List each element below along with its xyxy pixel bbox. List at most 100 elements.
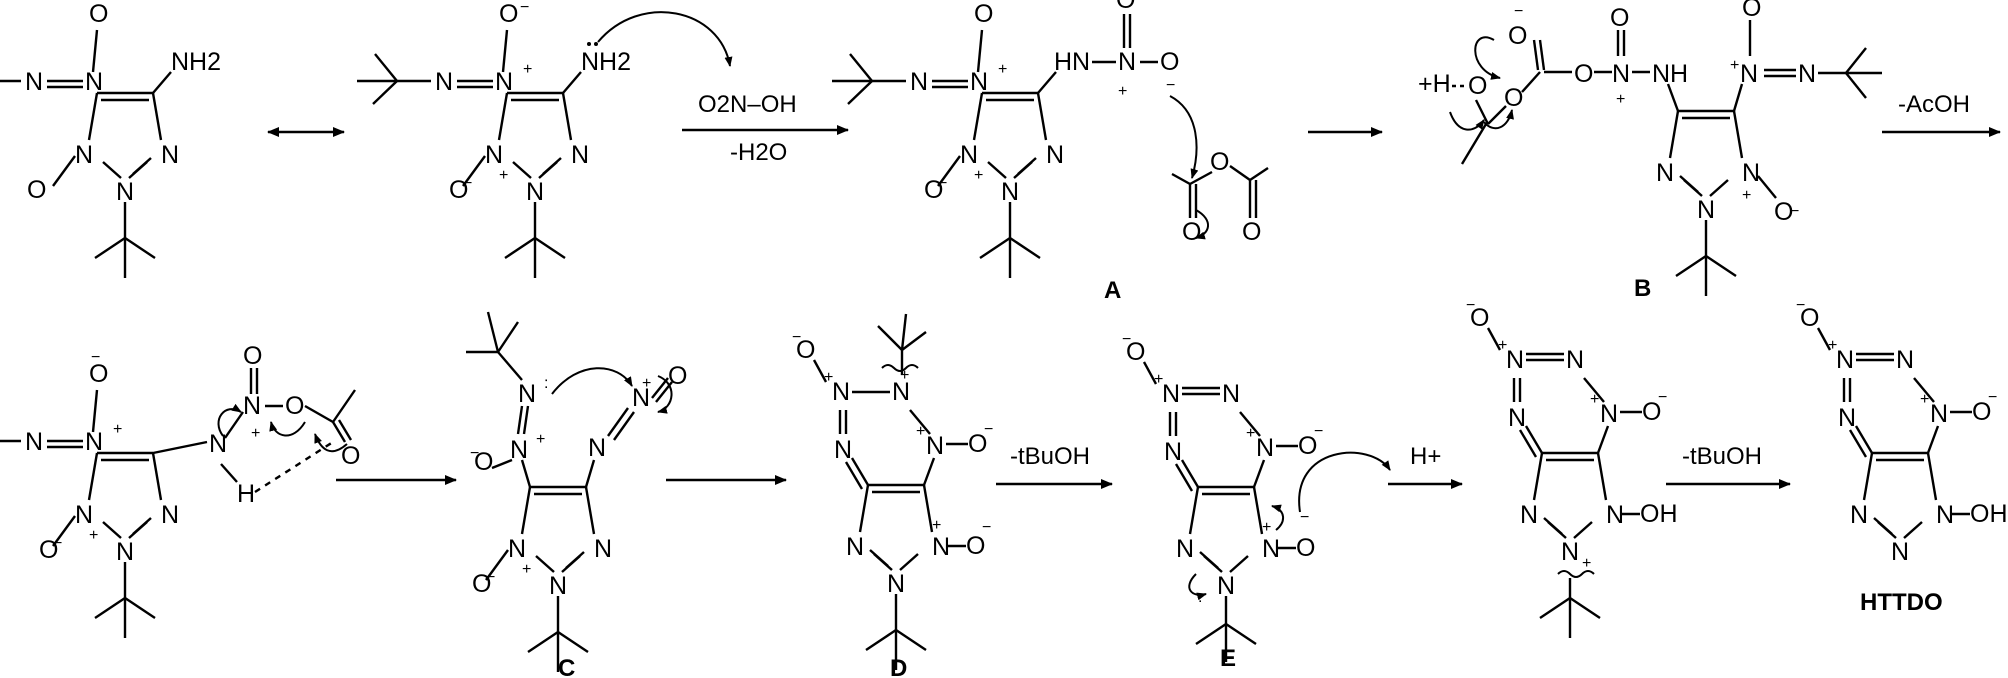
svg-text:+: + [1920,391,1929,408]
svg-text::: : [1198,589,1202,606]
atom-o: O [285,392,304,420]
atom-n: N [209,430,227,458]
structure-b-triazole: N N + N O − N + O − N [1656,0,1882,296]
svg-text:N: N [1850,501,1868,529]
svg-text:−: − [486,569,495,586]
atom-o: O [89,0,108,28]
svg-text:N: N [832,378,850,406]
condition-nitric-acid: O2N–OH [698,91,797,118]
svg-text:N: N [1176,535,1194,563]
svg-text:N: N [1742,159,1760,187]
condition-minus-tbuoh-1: -tBuOH [1010,443,1090,470]
atom-o: O [796,336,815,364]
atom-n: N [243,392,261,420]
atom-hn: HN [1054,48,1090,76]
svg-text:+: + [824,369,833,386]
svg-text:+: + [1262,519,1271,536]
svg-text:N: N [1520,501,1538,529]
svg-text:N: N [588,434,606,462]
svg-text:N: N [1606,501,1624,529]
atom-o: O [966,532,985,560]
svg-text:+: + [499,167,508,184]
svg-text:N: N [926,432,944,460]
atom-o: O [1642,398,1661,426]
structure-n-hydroxy-intermediate: N N N + OH N N + O − N + N O − [1466,297,1678,638]
atom-o: O [1468,72,1487,100]
svg-text:−: − [1300,509,1309,526]
svg-text:−: − [1514,3,1523,20]
svg-text:+: + [1582,555,1591,572]
svg-text:N: N [1896,346,1914,374]
atom-o: O [27,176,46,204]
label-product-httdo: HTTDO [1860,589,1943,616]
structure-acetyl-nitramine: O − + N H N + O O O O − + [0,342,360,640]
svg-text:N: N [1656,159,1674,187]
atom-o: O [1800,304,1819,332]
atom-o: O [1972,398,1991,426]
svg-text:+: + [522,561,531,578]
atom-o: O [1470,304,1489,332]
atom-nh2: NH2 [171,48,221,76]
atom-o: O [499,0,518,28]
svg-text:N: N [932,533,950,561]
svg-text:+: + [932,517,941,534]
svg-text:−: − [792,329,801,346]
curly-arrow-attack-anhydride [1169,95,1199,179]
svg-text:N: N [1508,404,1526,432]
svg-text:N: N [1164,438,1182,466]
svg-text:N: N [892,378,910,406]
svg-text:+: + [113,421,122,438]
svg-text:N: N [518,380,536,408]
svg-text:N: N [834,436,852,464]
label-intermediate-b: B [1634,275,1651,302]
svg-text:−: − [1122,331,1131,348]
svg-text:N: N [1891,538,1909,566]
curly-arrow-protonation [1298,451,1391,513]
atom-o: O [1210,148,1229,176]
svg-text:−: − [470,445,479,462]
svg-text:+: + [1590,391,1599,408]
atom-o: O [472,570,491,598]
svg-text:N: N [1217,572,1235,600]
svg-text:N: N [1838,404,1856,432]
svg-text::: : [544,375,548,392]
acetic-anhydride: O O O [1171,148,1269,246]
condition-proton: H+ [1410,443,1441,470]
condition-minus-tbuoh-2: -tBuOH [1682,443,1762,470]
svg-text:−: − [1166,77,1175,94]
svg-text:+: + [536,431,545,448]
atom-o: O [243,342,262,370]
atom-o: O [1508,22,1527,50]
atom-o: O [449,176,468,204]
atom-o: O [1296,534,1315,562]
atom-o: O [89,360,108,388]
svg-text:+: + [1498,337,1507,354]
svg-text:−: − [1988,389,1997,406]
svg-text:−: − [976,0,985,6]
svg-text:N: N [510,436,528,464]
svg-text:N: N [1566,346,1584,374]
atom-o: O [1182,218,1201,246]
svg-text:+: + [1828,337,1837,354]
svg-text:N: N [1798,60,1816,88]
atom-nh: NH [1652,60,1688,88]
atom-o: O [1504,84,1523,112]
svg-text:−: − [1796,297,1805,314]
atom-o: O [1242,218,1261,246]
atom-n: N [1612,60,1630,88]
atom-h: H [237,480,255,508]
atom-o: O [1610,4,1629,32]
atom-nh2: NH2 [581,48,631,76]
svg-text:−: − [1790,203,1799,220]
atom-o: O [1742,0,1761,22]
svg-text:N: N [632,384,650,412]
svg-text:+: + [1742,187,1751,204]
svg-text:+: + [1616,91,1625,108]
atom-o: O [924,176,943,204]
svg-text:N: N [1936,501,1954,529]
svg-text:−: − [1746,0,1755,2]
atom-o: O [968,430,987,458]
structure-httdo: N N N OH N N + O − N + N O − [1796,297,2008,566]
svg-text:N: N [1222,380,1240,408]
